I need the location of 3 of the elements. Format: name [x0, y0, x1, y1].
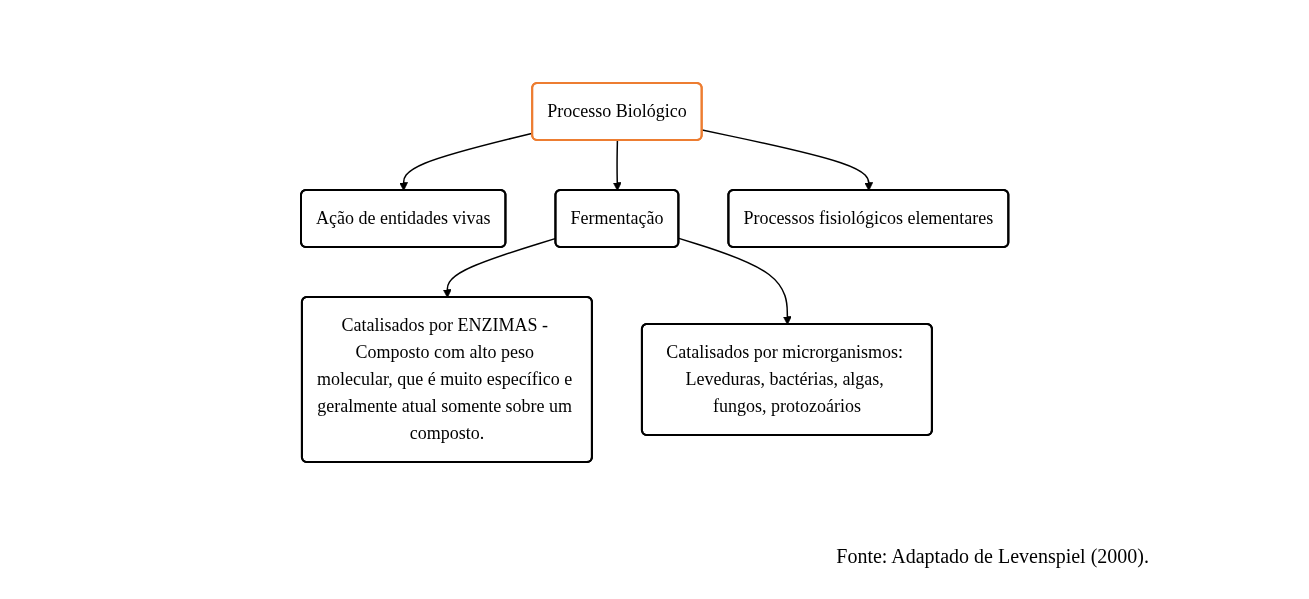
source-caption: Fonte: Adaptado de Levenspiel (2000).: [836, 545, 1149, 567]
arrow: [701, 129, 873, 191]
arrow: [612, 139, 622, 191]
